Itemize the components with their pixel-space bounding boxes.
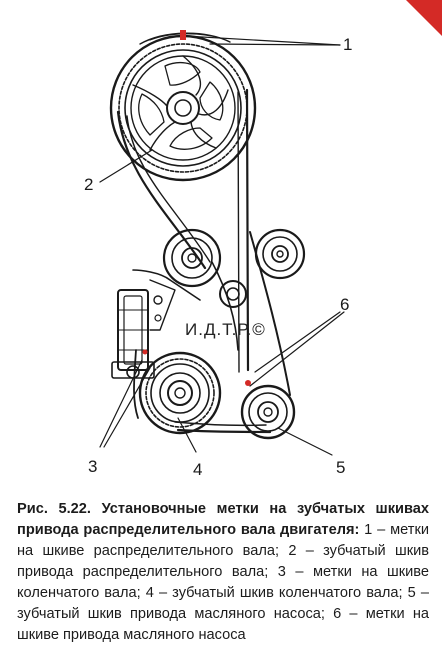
- callout-3: 3: [88, 457, 97, 476]
- callout-5: 5: [336, 458, 345, 477]
- idler-pulley: [162, 228, 222, 288]
- crankshaft-pulley: [138, 351, 222, 435]
- camshaft-pulley: [109, 34, 257, 182]
- caption-body: 1 – метки на шкиве распределитель­ного в…: [17, 522, 429, 643]
- watermark: И.Д.Т.Р.©: [185, 320, 266, 339]
- callout-6: 6: [340, 295, 349, 314]
- oil-pump-timing-mark: [245, 380, 251, 386]
- crankshaft-timing-mark: [142, 349, 148, 355]
- timing-belt-diagram: 1 2 3 4 5 6 И.Д.Т.Р.©: [84, 30, 352, 479]
- callout-4: 4: [193, 460, 202, 479]
- oil-pump-pulley: [240, 384, 296, 440]
- callout-2: 2: [84, 175, 93, 194]
- corner-accent: [406, 0, 442, 36]
- callout-1: 1: [343, 35, 352, 54]
- tensioner-roller: [219, 280, 247, 308]
- leader-lines: [99, 35, 345, 456]
- figure-caption: Рис. 5.22. Установочные метки на зубчаты…: [17, 499, 429, 646]
- right-idler-pulley: [254, 228, 306, 280]
- caption-title: Рис. 5.22. Установочные метки на зубчаты…: [17, 501, 429, 538]
- camshaft-timing-mark: [180, 30, 186, 40]
